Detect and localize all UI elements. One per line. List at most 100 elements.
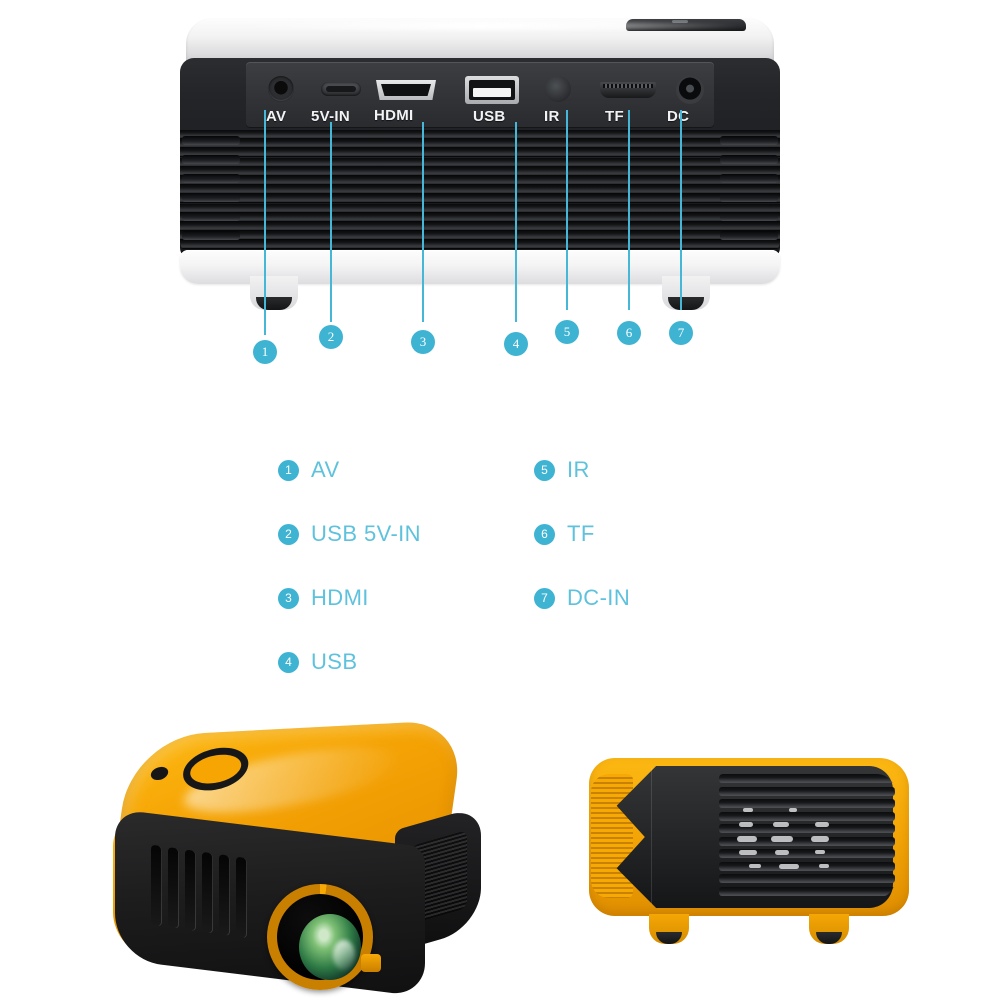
side-louver: [182, 212, 240, 221]
yellow-projector-side-view: [567, 748, 947, 980]
legend-number-4: 4: [278, 651, 299, 673]
projector-body-shell: /* ribs injected below */ AV 5V-IN HDMI …: [180, 58, 780, 258]
side-vent-highlight: [737, 836, 757, 842]
legend-number-2: 2: [278, 523, 299, 545]
side-vent-highlight: [815, 822, 829, 827]
side-vent-rib: [719, 861, 895, 871]
callout-bubble-5[interactable]: 5: [555, 320, 579, 344]
callout-bubble-4[interactable]: 4: [504, 332, 528, 356]
projector-rear-photo: /* ribs injected below */ AV 5V-IN HDMI …: [180, 18, 780, 310]
power-button-icon: [150, 765, 169, 782]
callout-bubble-7[interactable]: 7: [669, 321, 693, 345]
projector-foot-right: [662, 276, 710, 310]
lens-barrel: [277, 894, 363, 980]
vent-rib: [180, 157, 780, 166]
usb-tongue: [473, 88, 511, 97]
vent-rib: [180, 231, 780, 240]
legend-item-tf[interactable]: 6 TF: [534, 521, 595, 547]
legend-number-3: 3: [278, 587, 299, 609]
side-vent-rib: [719, 786, 895, 796]
side-lens-ring-edge: [591, 774, 633, 898]
callout-bubble-3[interactable]: 3: [411, 330, 435, 354]
yellow-projector-three-quarter-view: [110, 719, 485, 998]
tf-card-slot-icon: [600, 82, 656, 98]
front-vent-slots: [151, 844, 255, 940]
audio-video-jack-icon: [268, 76, 294, 102]
side-vent-grille: [719, 774, 895, 898]
port-label-5v-in: 5V-IN: [311, 108, 351, 125]
side-louver: [720, 193, 778, 202]
legend-label-dc-in: DC-IN: [567, 585, 631, 610]
projector-foot-left: [250, 276, 298, 310]
lens-focus-ring: [267, 884, 381, 990]
side-vent-highlight: [815, 850, 825, 854]
legend-number-6: 6: [534, 523, 555, 545]
side-vent-rib: [719, 836, 895, 846]
callout-line-6: [628, 110, 630, 310]
side-vent-rib: [719, 849, 895, 858]
side-vent-rib: [719, 824, 895, 833]
port-label-hdmi: HDMI: [374, 107, 414, 124]
vent-rib: [180, 194, 780, 203]
vent-rib: [180, 148, 780, 157]
callout-bubble-6[interactable]: 6: [617, 321, 641, 345]
dc-barrel-jack-icon: [676, 76, 704, 104]
port-label-tf: TF: [605, 108, 624, 125]
side-vent-highlight: [749, 864, 761, 868]
legend-item-dc-in[interactable]: 7 DC-IN: [534, 585, 630, 611]
callout-line-7: [680, 110, 682, 310]
side-vent-rib: [719, 886, 895, 896]
side-vent-highlight: [811, 836, 829, 842]
legend-item-av[interactable]: 1 AV: [278, 457, 340, 483]
callout-line-3: [422, 122, 424, 322]
vent-rib: [180, 130, 780, 138]
side-vent-rib: [719, 874, 895, 883]
side-louver: [720, 155, 778, 164]
side-louver: [182, 174, 240, 183]
side-vent-highlight: [743, 808, 753, 812]
hdmi-port-icon: [376, 80, 436, 100]
legend-item-usb-5v-in[interactable]: 2 USB 5V-IN: [278, 521, 421, 547]
legend-number-7: 7: [534, 587, 555, 609]
rear-vent-grille: /* ribs injected below */: [180, 130, 780, 252]
vent-rib: [180, 139, 780, 148]
legend-item-ir[interactable]: 5 IR: [534, 457, 590, 483]
side-louver: [182, 231, 240, 240]
port-label-ir: IR: [544, 108, 560, 125]
port-legend: 1 AV 2 USB 5V-IN 3 HDMI 4 USB 5 IR 6 TF …: [278, 452, 698, 682]
lens-tab: [361, 954, 381, 972]
port-label-dc: DC: [667, 108, 690, 125]
lens-glass: [299, 914, 361, 980]
port-label-usb: USB: [473, 108, 506, 125]
legend-item-hdmi[interactable]: 3 HDMI: [278, 585, 369, 611]
port-label-av: AV: [266, 108, 287, 125]
side-louver: [720, 212, 778, 221]
vent-rib: [180, 176, 780, 184]
vent-rib: [180, 166, 780, 175]
side-vent-rib: [719, 774, 895, 783]
legend-label-hdmi: HDMI: [311, 585, 369, 610]
legend-item-usb[interactable]: 4 USB: [278, 649, 357, 675]
legend-label-tf: TF: [567, 521, 595, 546]
side-vent-rib: [719, 799, 895, 808]
vent-rib: [180, 212, 780, 221]
callout-line-2: [330, 122, 332, 322]
lens-specular-highlight: [333, 940, 355, 970]
callout-line-5: [566, 110, 568, 310]
side-louver: [182, 136, 240, 145]
vent-slot: [185, 849, 196, 932]
legend-label-usb-5v-in: USB 5V-IN: [311, 521, 421, 546]
side-panel-seam: [651, 768, 652, 904]
legend-label-usb: USB: [311, 649, 358, 674]
legend-number-5: 5: [534, 459, 555, 481]
callout-line-1: [264, 110, 266, 335]
side-vent-highlight: [771, 836, 793, 842]
callout-bubble-1[interactable]: 1: [253, 340, 277, 364]
side-vent-highlight: [739, 850, 757, 855]
callout-bubble-2[interactable]: 2: [319, 325, 343, 349]
usb-a-port-icon: [465, 76, 519, 104]
legend-label-av: AV: [311, 457, 340, 482]
side-foot-front: [649, 914, 689, 944]
side-vent-highlight: [739, 822, 753, 827]
